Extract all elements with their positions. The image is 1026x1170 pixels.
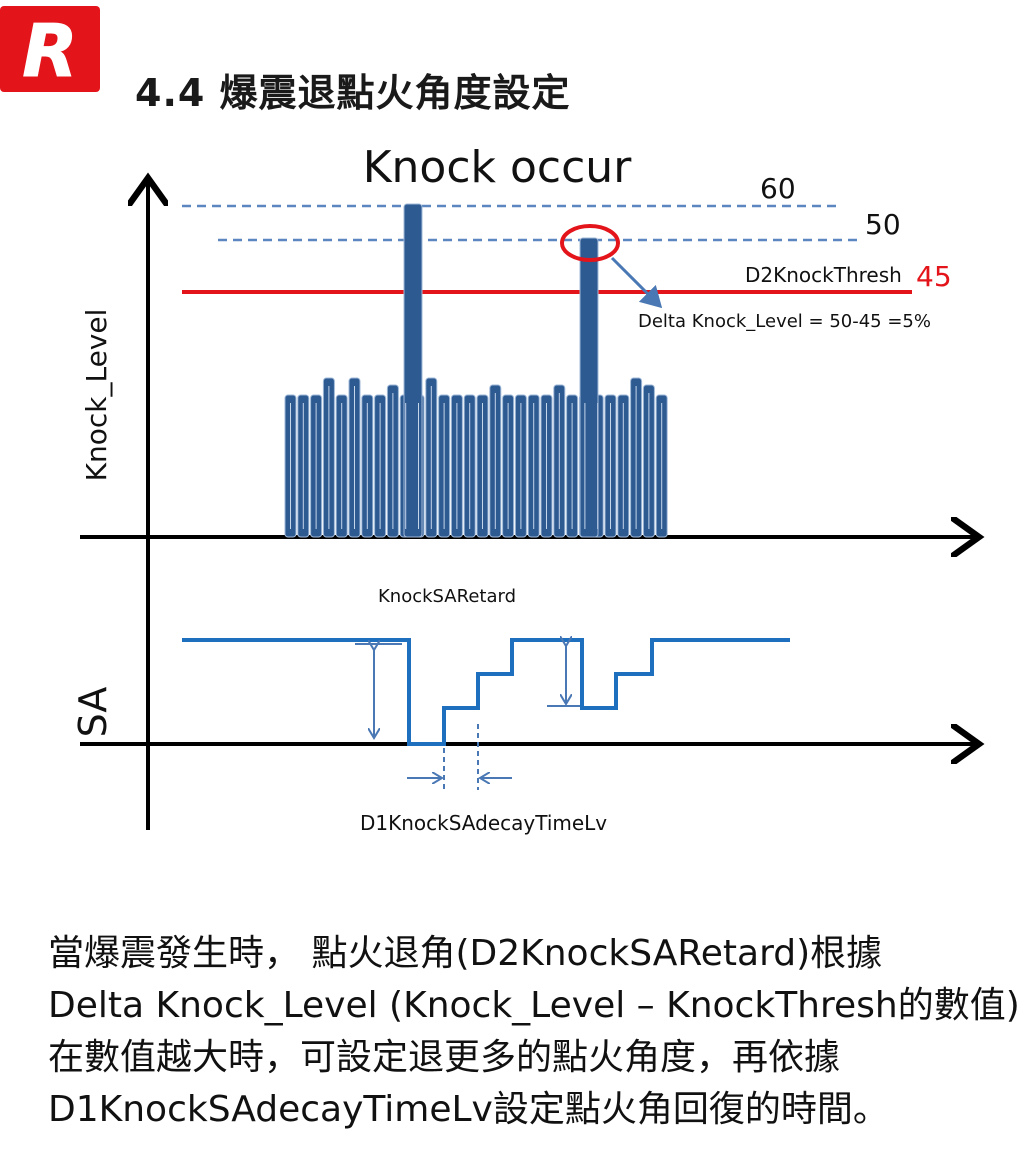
explanation-line-1: 當爆震發生時， 點火退角(D2KnockSARetard)根據 <box>48 933 883 974</box>
delta-annotation-arrow <box>610 256 663 309</box>
decay-time-label: D1KnockSAdecayTimeLv <box>360 811 607 835</box>
explanation-line-4: D1KnockSAdecayTimeLv設定點火角回復的時間。 <box>48 1089 889 1130</box>
explanation-line-3: 在數值越大時，可設定退更多的點火角度，再依據 <box>48 1037 841 1078</box>
logo-badge <box>0 6 100 92</box>
explanation-line-2: Delta Knock_Level (Knock_Level – KnockTh… <box>48 985 1020 1026</box>
sa-axis-label: SA <box>71 687 115 738</box>
knock-spike-2 <box>579 237 599 538</box>
level-60-label: 60 <box>760 172 796 205</box>
knock-spike-1 <box>403 203 423 538</box>
sa-step-line <box>182 638 790 746</box>
delta-annotation-label: Delta Knock_Level = 50-45 =5% <box>638 311 931 332</box>
knock-diagram: Knock occur Knock_Level SA 60 50 D2Knock… <box>71 142 1026 835</box>
spike-highlight-circle <box>560 224 620 262</box>
logo-letter: R <box>22 9 77 92</box>
threshold-name-label: D2KnockThresh <box>745 263 902 287</box>
explanation-text: 當爆震發生時， 點火退角(D2KnockSARetard)根據 Delta Kn… <box>48 928 1020 1136</box>
knock-level-axis-label: Knock_Level <box>80 309 113 482</box>
brand-logo: R <box>0 6 100 92</box>
knock-sa-retard-label: KnockSARetard <box>378 586 516 607</box>
section-title: 4.4 爆震退點火角度設定 <box>135 71 571 115</box>
threshold-value-label: 45 <box>916 260 952 293</box>
level-50-label: 50 <box>865 208 901 241</box>
knock-bars <box>284 203 668 538</box>
diagram-title: Knock occur <box>363 142 633 193</box>
